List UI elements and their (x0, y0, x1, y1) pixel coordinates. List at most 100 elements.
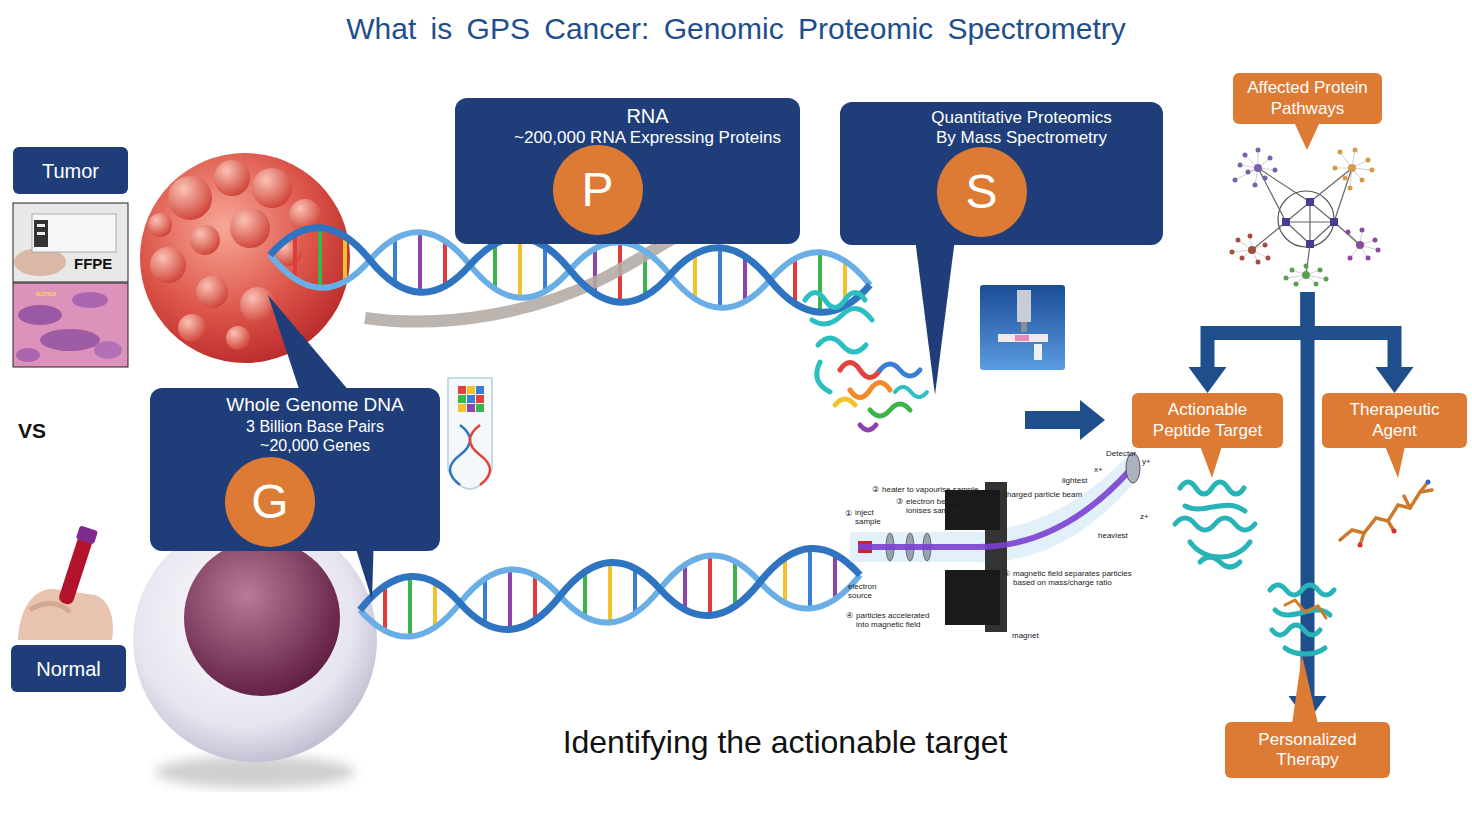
pathway-network (1306, 240, 1314, 248)
tumor-cell (150, 247, 186, 283)
mass-spec-photo (1017, 290, 1031, 322)
dna-tube-icon (467, 386, 475, 394)
histology-photo (94, 341, 122, 359)
axis-label: z+ (1140, 513, 1149, 522)
pathway-network (1246, 170, 1251, 175)
target-protein (1175, 518, 1255, 530)
mass-spectrometer-diagram (945, 570, 1000, 625)
pathway-network (1238, 163, 1243, 168)
histology-photo (72, 292, 108, 308)
tumor-dna-helix (343, 236, 347, 281)
dna-tube-icon (476, 404, 484, 412)
normal-dna-helix (633, 568, 637, 613)
pathway-network (1273, 168, 1278, 173)
pathway-network (1333, 148, 1375, 191)
tumor-dna-helix (293, 234, 297, 279)
mass-spectrometer-diagram (850, 455, 1138, 562)
pathway-network (1284, 276, 1289, 281)
pathway-network (1324, 277, 1329, 282)
callout-number: ① (845, 510, 852, 519)
tumor-dna-helix (418, 233, 422, 293)
pathway-network (1232, 236, 1268, 262)
mass-spectrometer-diagram (850, 453, 1140, 632)
normal-dna-helix (360, 548, 860, 636)
tumor-dna-helix (518, 238, 522, 298)
orange-callout-tails (1294, 122, 1320, 150)
arrow-head (1376, 367, 1414, 393)
node-text: Tumor (42, 159, 99, 183)
photo-label: FFPE (74, 256, 112, 273)
therapeutic-molecule (1340, 480, 1432, 548)
pathway-network (1294, 282, 1299, 287)
ffpe-photo (13, 203, 128, 282)
pathway-network (1314, 282, 1319, 287)
pathway-network (1348, 186, 1353, 191)
pathway-network (1360, 228, 1365, 233)
histology-photo (13, 283, 128, 367)
node-text: Whole Genome DNA (226, 394, 403, 417)
pathway-network (1353, 148, 1358, 153)
pathway-network (1366, 256, 1371, 261)
protein-structures (805, 293, 865, 308)
pathway-network (1253, 183, 1258, 188)
protein-structures (817, 362, 830, 392)
pathway-network (1346, 230, 1351, 235)
pathway-network (1252, 168, 1360, 275)
protein-drug-complex (1270, 585, 1334, 595)
callout-box: RNA~200,000 RNA Expressing ProteinsP (455, 98, 800, 244)
tumor-cell (230, 208, 270, 248)
callout-tails (268, 295, 350, 392)
orange-callout-tails (1385, 446, 1405, 478)
pathway-network (1318, 268, 1323, 273)
normal-dna-helix (483, 579, 487, 624)
protein-drug-complex (1285, 648, 1325, 654)
pathway-network (1304, 264, 1309, 269)
pathway-network (1278, 191, 1334, 247)
orange-callout-tails (1200, 446, 1222, 478)
callout-box: Whole Genome DNA3 Billion Base Pairs ~20… (150, 388, 440, 551)
ffpe-photo (34, 220, 48, 247)
node-text: Quantitative Proteomics By Mass Spectrom… (924, 108, 1119, 149)
pathway-network (1284, 264, 1329, 287)
normal-dna-helix (508, 570, 512, 630)
tumor-cell (148, 213, 172, 237)
histology-photo (18, 305, 62, 325)
pathway-network (1356, 241, 1364, 249)
node-text: Affected Protein Pathways (1243, 78, 1373, 119)
part-label: magnet (1012, 632, 1039, 641)
tumor-dna-helix (693, 254, 697, 299)
part-label: electron source (848, 583, 890, 601)
part-label: particles accelerated into magnetic fiel… (856, 612, 944, 630)
pathway-network (1286, 266, 1326, 284)
tumor-cell (226, 326, 250, 350)
node-text: Therapeutic Agent (1335, 400, 1455, 441)
histology-photo (40, 329, 100, 351)
protein-structures (840, 363, 880, 378)
sample-box: Tumor (13, 147, 128, 194)
pathway-network (1243, 153, 1248, 158)
axis-label: y+ (1142, 458, 1151, 467)
pathway-network (1335, 150, 1372, 188)
step-circle: P (553, 145, 643, 235)
step-letter: G (251, 478, 288, 526)
target-protein (1175, 482, 1255, 567)
ffpe-photo (32, 214, 116, 252)
process-arrow (1025, 400, 1105, 440)
pathway-network (1376, 248, 1381, 253)
part-label: heaviest (1098, 532, 1128, 541)
protein-drug-complex (1272, 625, 1320, 635)
protein-structures (895, 387, 927, 397)
normal-dna-helix (833, 554, 837, 599)
step-letter: P (581, 166, 613, 214)
pathway-network (1240, 256, 1245, 261)
callout-number: ③ (896, 498, 903, 507)
therapeutic-molecule (1358, 543, 1363, 548)
mass-spec-photo (1034, 344, 1042, 360)
part-label: magnetic field separates particles based… (1013, 570, 1143, 588)
pathway-network (1282, 198, 1338, 248)
therapeutic-molecule (1340, 490, 1432, 540)
part-label: lightest (1062, 477, 1087, 486)
tumor-dna-helix (793, 259, 797, 304)
result-box: Personalized Therapy (1225, 722, 1390, 778)
pathway-network (1268, 156, 1273, 161)
